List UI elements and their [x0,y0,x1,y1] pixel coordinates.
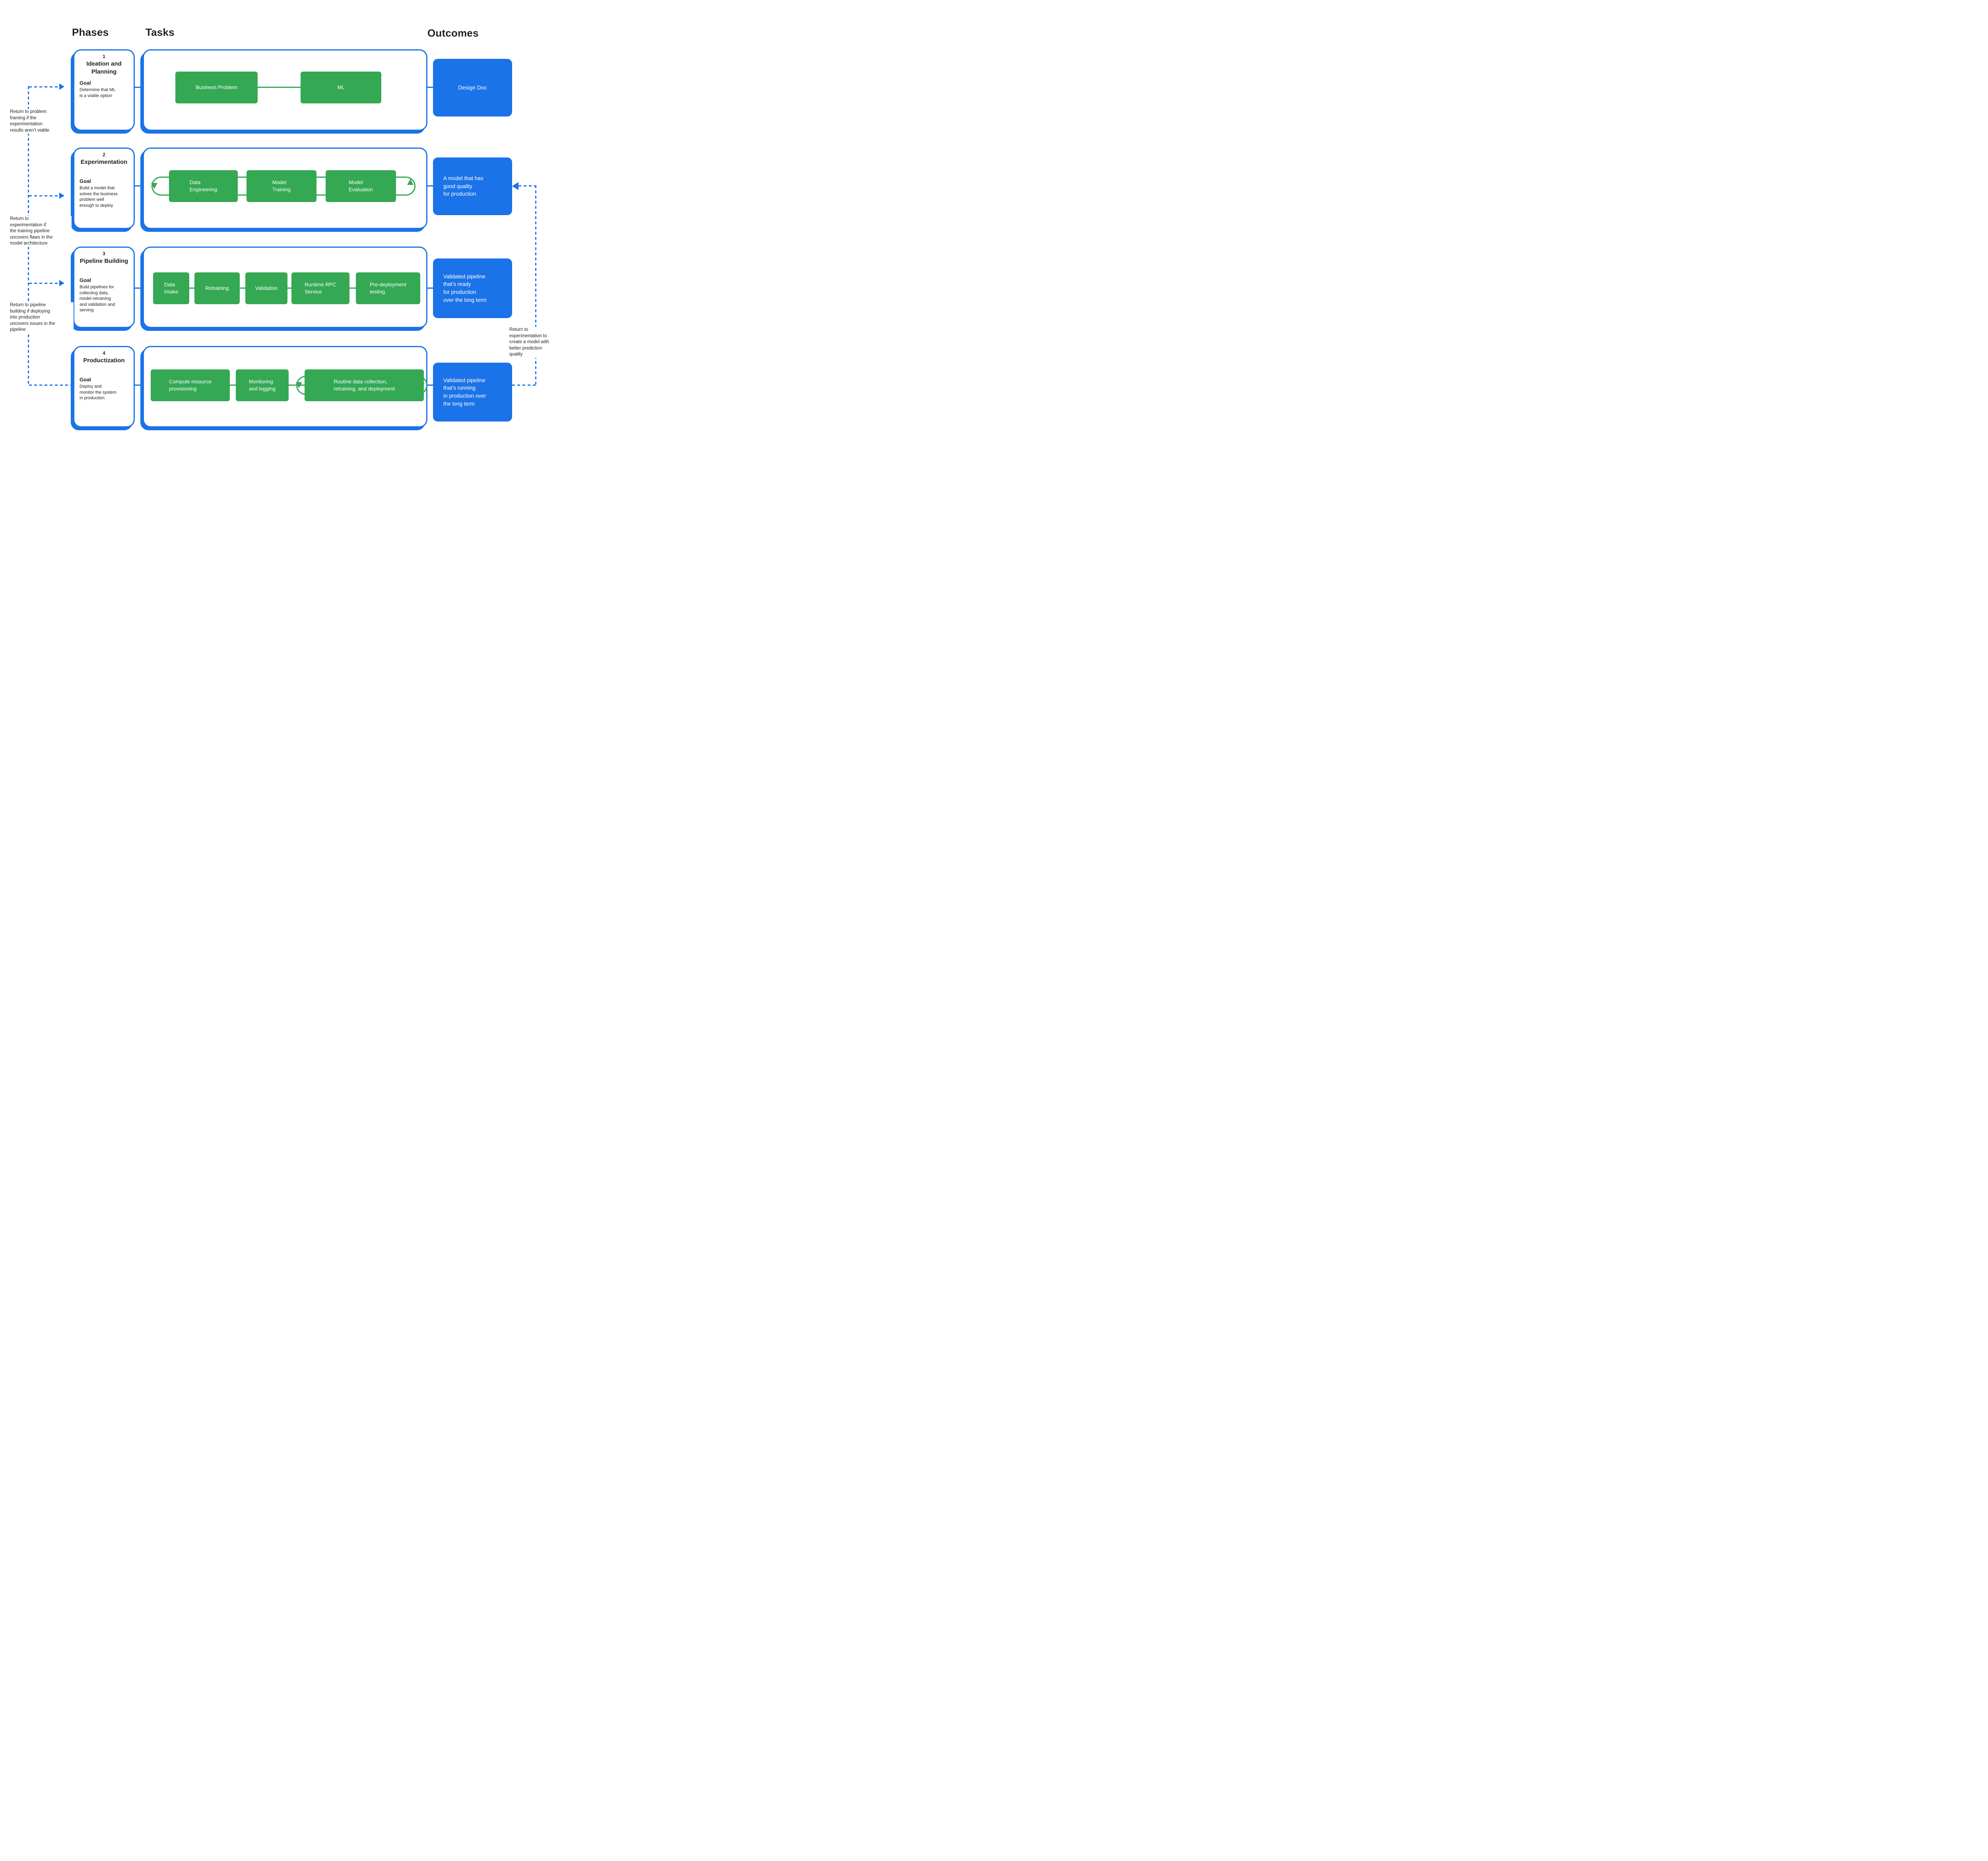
loop-arrow-down-icon [296,382,302,388]
phase-title: Ideation and Planning [86,60,122,75]
outcome-label: A model that has good quality for produc… [443,175,483,197]
connector-tasks2-to-outcome2 [426,185,433,186]
task-label: Model Training [272,179,291,192]
task-validation: Validation [245,272,287,304]
note-return-to-experimentation: Return to experimentation if the trainin… [10,216,72,247]
return-path-branch-to-phase-1 [29,86,59,87]
connector-business-problem-to-ml [258,87,301,88]
connector-retraining-validation [240,288,245,289]
return-path-right-vertical-line [535,185,536,386]
task-label: Retraining [205,285,229,291]
return-path-branch-to-phase-2 [29,195,59,196]
note-return-to-pipeline-building: Return to pipeline building if deploying… [10,302,74,333]
connector-phase1-to-tasks [135,87,143,88]
task-retraining: Retraining [194,272,240,304]
task-routine-data-collection: Routine data collection, retraining, and… [305,369,424,401]
phase-number: 3 [103,251,105,256]
phase-title: Productization [83,357,125,364]
task-label: Business Problem [196,84,237,91]
task-model-evaluation: Model Evaluation [326,170,396,202]
tasks-column-header: Tasks [146,26,175,38]
task-label: Data Intake [164,282,179,295]
phase-card-pipeline-building: 3 Pipeline Building Goal Build pipelines… [73,247,135,328]
goal-label: Goal [80,178,91,184]
outcome-design-doc: Design Doc [433,59,512,117]
goal-label: Goal [80,377,91,383]
connector-data-intake-retraining [189,288,194,289]
task-compute-resource-provisioning: Compute resource provisioning [151,369,230,401]
return-path-into-outcome-2 [518,185,536,186]
task-data-engineering: Data Engineering [169,170,238,202]
connector-validation-rpc [287,288,291,289]
goal-label: Goal [80,277,91,283]
connector-tasks3-to-outcome3 [426,288,433,289]
phase-number: 4 [103,350,105,356]
task-pre-deployment-testing: Pre-deployment testing [356,272,420,304]
outcome-validated-pipeline-ready: Validated pipeline that’s ready for prod… [433,258,512,318]
connector-phase3-to-tasks [135,288,143,289]
task-label: Routine data collection, retraining, and… [334,379,395,392]
connector-compute-monitoring [230,385,236,386]
return-path-branch-from-phase-4 [29,385,73,386]
loop-arrow-down-icon [151,183,157,189]
outcome-label: Validated pipeline that’s running in pro… [443,377,486,407]
goal-text: Build pipelines for collecting data, mod… [80,285,115,313]
loop-arrow-up-icon [418,378,425,384]
task-label: Pre-deployment testing [370,282,406,295]
task-ml: ML [301,72,381,103]
return-path-from-outcome-4 [512,385,536,386]
goal-label: Goal [80,80,91,86]
connector-phase2-to-tasks [135,185,143,186]
goal-text: Determine that ML is a viable option [80,87,116,98]
task-label: Data Engineering [189,179,217,192]
return-arrow-to-phase-1-icon [59,84,64,90]
outcome-validated-pipeline-running: Validated pipeline that’s running in pro… [433,363,512,422]
task-label: Monitoring and logging [248,379,276,392]
connector-tasks1-to-outcome1 [426,87,433,88]
outcomes-column-header: Outcomes [427,27,479,39]
phase-title: Experimentation [80,159,128,165]
goal-text: Build a model that solves the business p… [80,186,118,208]
task-label: ML [337,84,345,91]
return-arrow-to-outcome-2-icon [512,182,518,190]
outcome-model-good-quality: A model that has good quality for produc… [433,157,512,215]
task-label: Validation [255,285,278,291]
task-monitoring-and-logging: Monitoring and logging [236,369,289,401]
phase-card-experimentation: 2 Experimentation Goal Build a model tha… [73,148,135,229]
task-runtime-rpc-service: Runtime RPC Service [291,272,349,304]
note-return-to-experimentation-for-quality: Return to experimentation to create a mo… [509,327,563,358]
outcome-label: Design Doc [458,84,487,91]
phase-card-ideation-planning: 1 Ideation and Planning Goal Determine t… [73,49,135,131]
connector-phase4-to-tasks [135,385,143,386]
note-return-to-problem-framing: Return to problem framing if the experim… [10,109,70,134]
goal-text: Deploy and monitor the system in product… [80,384,116,401]
task-label: Compute resource provisioning [169,379,212,392]
loop-arrow-up-icon [407,179,414,185]
task-model-training: Model Training [247,170,316,202]
phases-column-header: Phases [72,26,109,38]
task-label: Model Evaluation [349,179,373,192]
return-arrow-to-phase-2-icon [59,192,64,199]
connector-tasks4-to-outcome4 [426,385,433,386]
mlops-phases-diagram: Phases Tasks Outcomes 1 Ideation and Pla… [0,0,564,465]
return-arrow-to-phase-3-icon [59,280,64,286]
connector-rpc-predeployment [349,288,356,289]
task-label: Runtime RPC Service [305,282,336,295]
phase-card-productization: 4 Productization Goal Deploy and monitor… [73,346,135,427]
return-path-branch-to-phase-3 [29,283,59,284]
task-data-intake: Data Intake [153,272,189,304]
phase-number: 1 [103,54,105,59]
task-business-problem: Business Problem [175,72,258,103]
phase-number: 2 [103,152,105,157]
phase-title: Pipeline Building [80,258,128,264]
outcome-label: Validated pipeline that’s ready for prod… [443,273,487,303]
